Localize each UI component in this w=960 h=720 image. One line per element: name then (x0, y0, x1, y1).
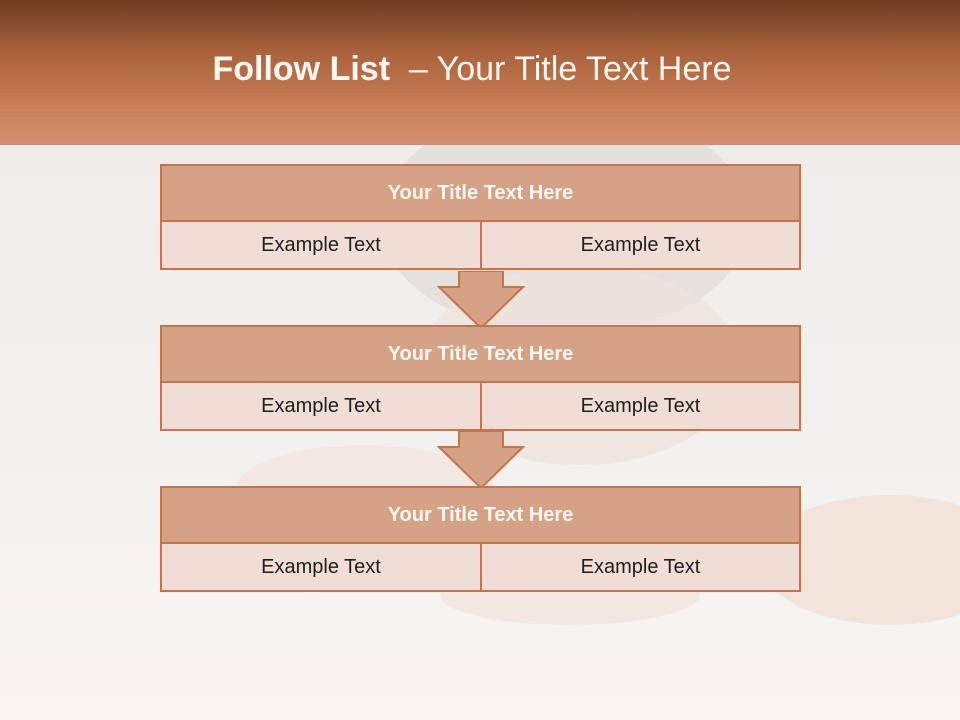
step-1-right-text: Example Text (482, 222, 799, 268)
step-2-right-text: Example Text (482, 383, 799, 429)
down-arrow-icon (437, 431, 525, 489)
slide-title-rest: – Your Title Text Here (390, 50, 732, 88)
step-block-1: Your Title Text Here Example Text Exampl… (160, 164, 801, 270)
step-1-title: Your Title Text Here (162, 166, 799, 222)
step-block-2: Your Title Text Here Example Text Exampl… (160, 325, 801, 431)
down-arrow-icon (437, 271, 525, 329)
step-2-left-text: Example Text (162, 383, 482, 429)
step-3-right-text: Example Text (482, 544, 799, 590)
slide-title: Follow List – Your Title Text Here (0, 50, 944, 89)
step-2-title: Your Title Text Here (162, 327, 799, 383)
title-bar: Follow List – Your Title Text Here (0, 0, 960, 145)
step-3-left-text: Example Text (162, 544, 482, 590)
step-3-title: Your Title Text Here (162, 488, 799, 544)
step-block-3: Your Title Text Here Example Text Exampl… (160, 486, 801, 592)
step-1-left-text: Example Text (162, 222, 482, 268)
slide-title-strong: Follow List (212, 50, 391, 88)
